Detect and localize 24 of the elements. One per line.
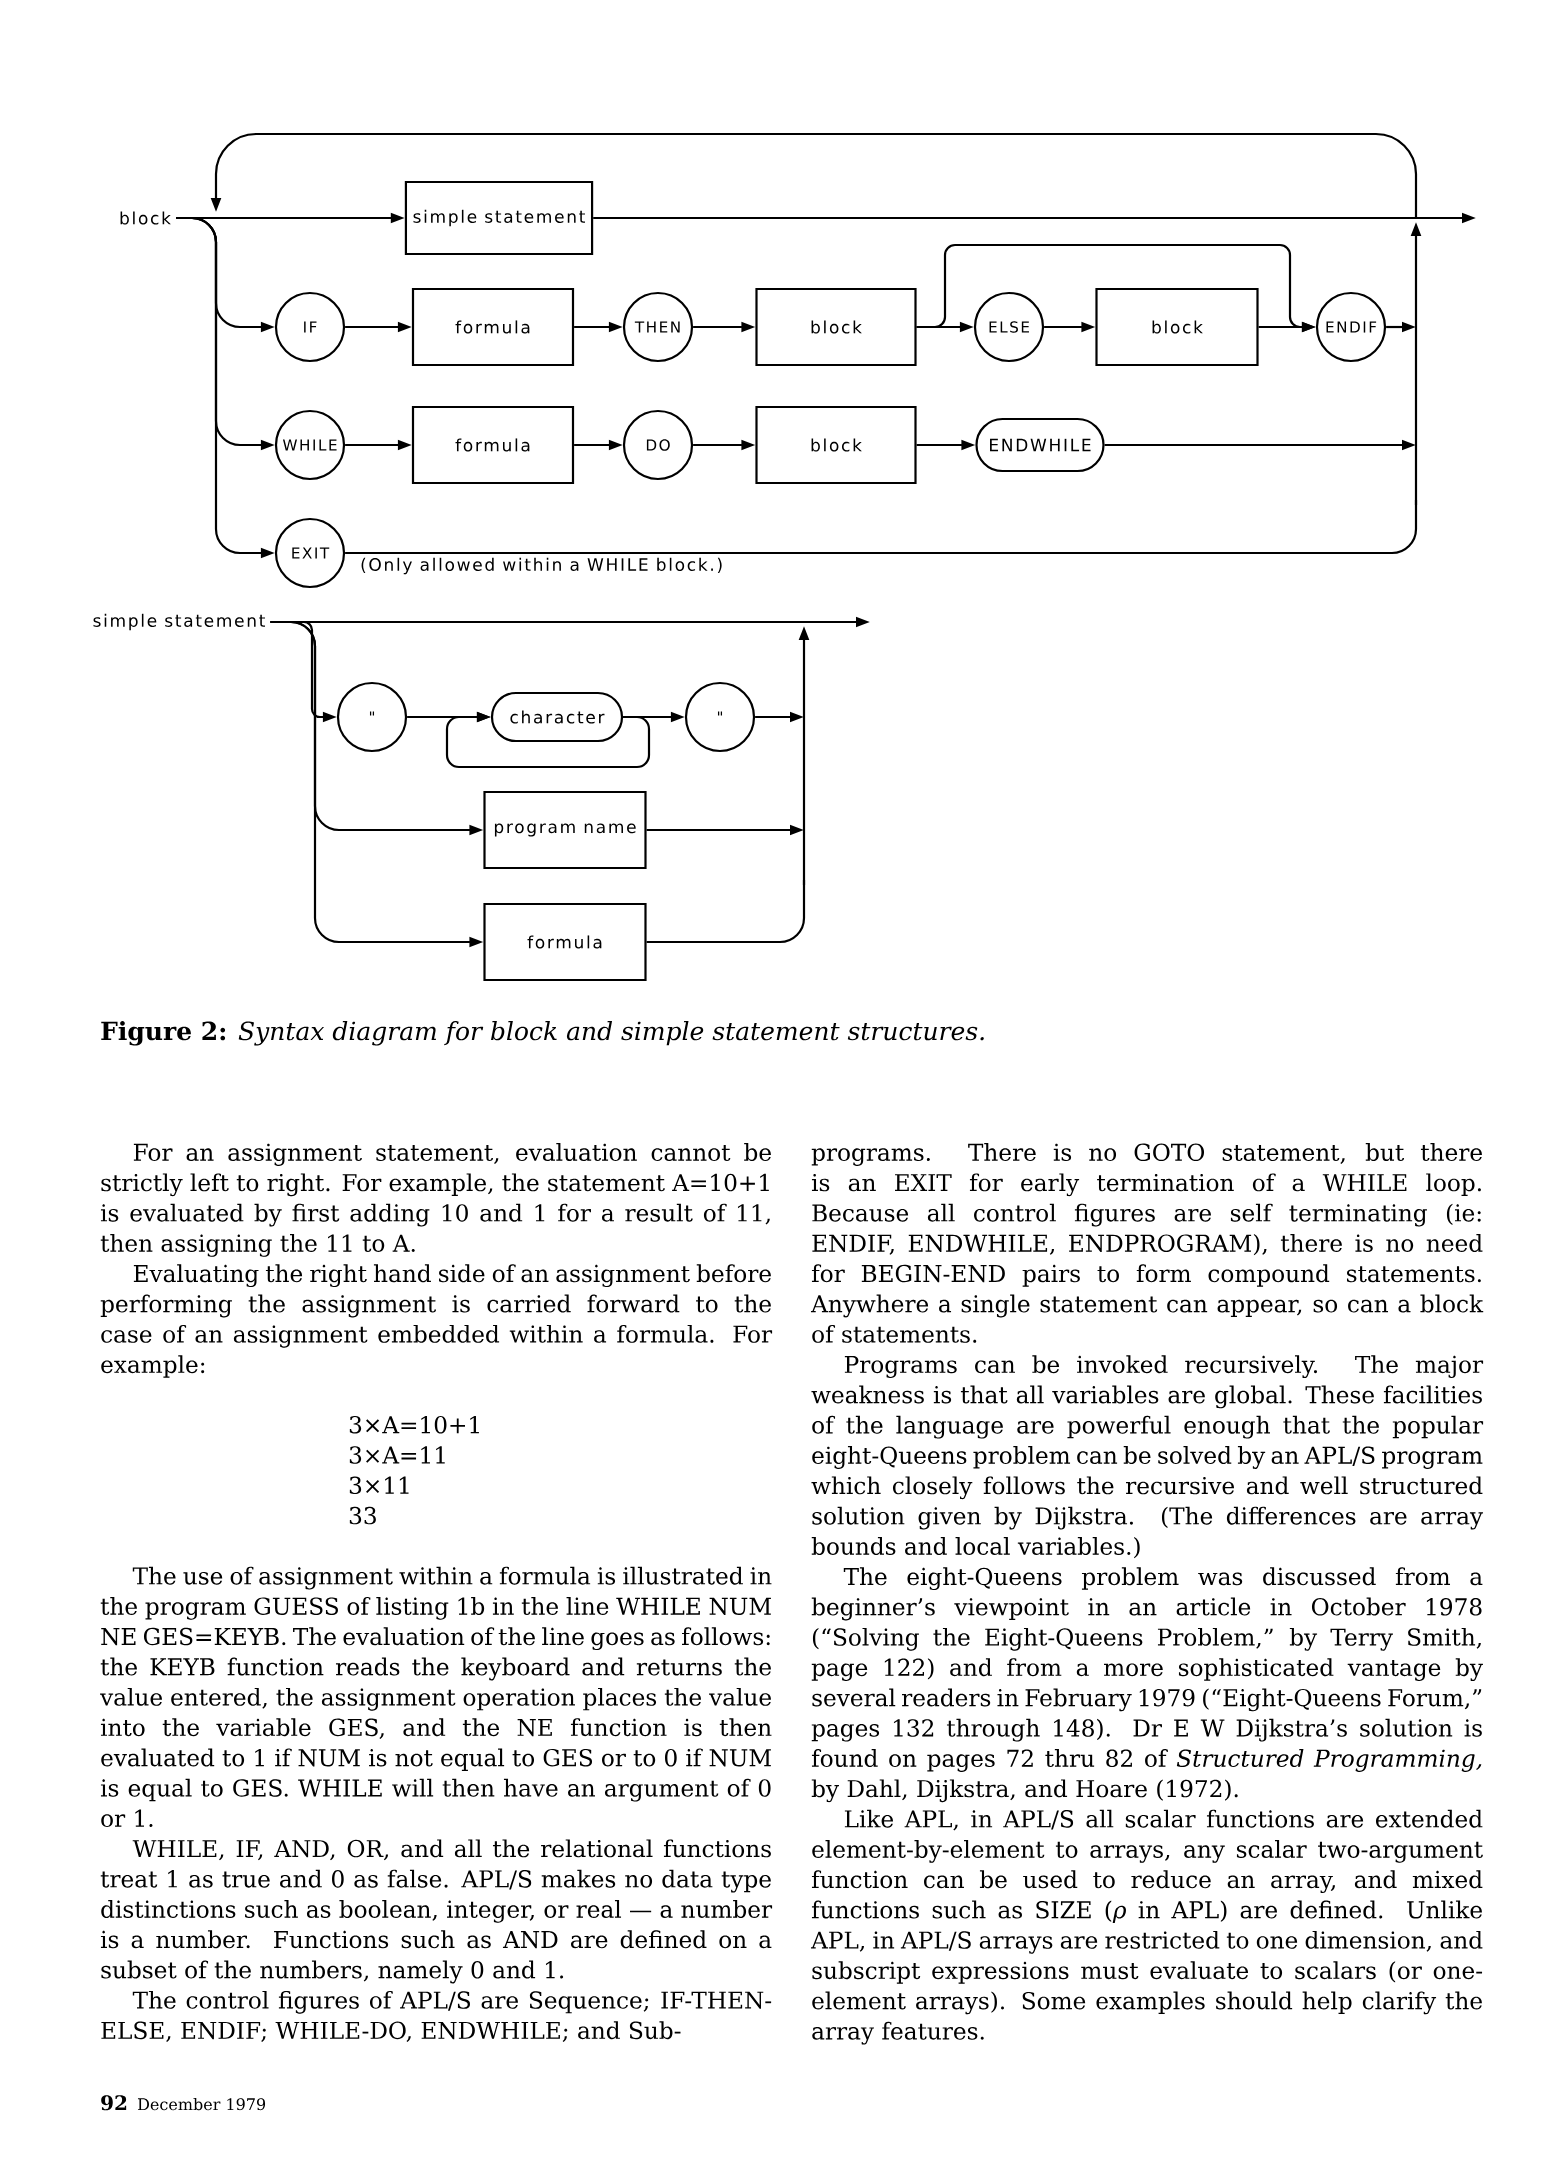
paragraph: Like APL, in APL/S all scalar functions are extended element-by-element to arrays, any scalar two-argument function can be used to reduce an array, and mixed functions such as SIZE (ρ in APL) are defined. Unlike APL, in APL/S arrays are restricted to one dimension, and subscript expressions must evaluate to scalars (or one-element arrays). Some examples should help clarify the array features. xyxy=(810,1809,1483,2045)
formula-line: 3×11 xyxy=(349,1476,409,1495)
paragraph: For an assignment statement, evaluation cannot be strictly left to right. For example, the statement A=10+1 is evaluated by first adding 10 and 1 for a result of 11, then assigning the 11 to A. xyxy=(100,1143,771,1257)
keyword-pill: ENDWHILE xyxy=(975,417,1105,473)
keyword-pill: character xyxy=(490,691,624,743)
arrow xyxy=(445,711,651,769)
paragraph: The control figures of APL/S are Sequence; IF-THEN-ELSE, ENDIF; WHILE-DO, ENDWHILE; and Sub- xyxy=(101,1990,772,2042)
paragraph: The eight-Queens problem was discussed from a beginner’s viewpoint in an article in October 1978 (“Solving the Eight-Queens Problem,” by Terry Smith, page 122) and from a more sophisticated vantage by several readers in February 1979 (“Eight-Queens Forum,” pages 132 through 148). Dr E W Dijkstra’s solution is found on pages 72 thru 82 of Structured Programming, by Dahl, Dijkstra, and Hoare (1972). xyxy=(811,1567,1483,1803)
formula-line: 33 xyxy=(349,1506,376,1525)
note-text: (Only allowed within a WHILE block.) xyxy=(361,557,722,575)
formula-line: 3×A=10+1 xyxy=(349,1415,479,1434)
formula-line: 3×A=11 xyxy=(349,1446,445,1464)
connector-line xyxy=(345,500,1418,555)
rule-name: block xyxy=(120,211,171,225)
figure-caption: Figure 2: Syntax diagram for block and simple statement structures. xyxy=(101,1021,984,1046)
paragraph: Evaluating the right hand side of an assignment before performing the assignment is carried forward to the case of an assignment embedded within a formula. For example: xyxy=(100,1264,773,1378)
paragraph: The use of assignment within a formula is illustrated in the program GUESS of listing 1b in the line WHILE NUM NE GES=KEYB. The evaluation of the line goes as follows: the KEYB function reads the keyboard and returns the value entered, the assignment operation places the value into the variable GES, and the NE function is then evaluated to 1 if NUM is not equal to GES or to 0 if NUM is equal to GES. WHILE will then have an argument of 0 or 1. xyxy=(100,1566,772,1828)
footer-text: December 1979 xyxy=(138,2097,266,2111)
paragraph: WHILE, IF, AND, OR, and all the relational functions treat 1 as true and 0 as false. APL/S makes no data type distinctions such as boolean, integer, or real — a number is a number. Functions such as AND are defined on a subset of the numbers, namely 0 and 1. xyxy=(100,1839,773,1984)
connector-line xyxy=(646,880,806,944)
paragraph: programs. There is no GOTO statement, but there is an EXIT for early termination of a WHILE loop. Because all control figures are self terminating (ie: ENDIF, ENDWHILE, ENDPROGRAM), there is no need for BEGIN-END pairs to form compound statements. Anywhere a single statement can appear, so can a block of statements. xyxy=(810,1143,1484,1343)
page-number: 92 xyxy=(101,2095,127,2111)
rule-name: simple statement xyxy=(93,613,265,631)
paragraph: Programs can be invoked recursively. The major weakness is that all variables are global. These facilities of the language are powerful enough that the popular eight-Queens problem can be solved by an APL/S program which closely follows the recursive and well structured solution given by Dijkstra. (The differences are array bounds and local variables.) xyxy=(811,1355,1484,1559)
